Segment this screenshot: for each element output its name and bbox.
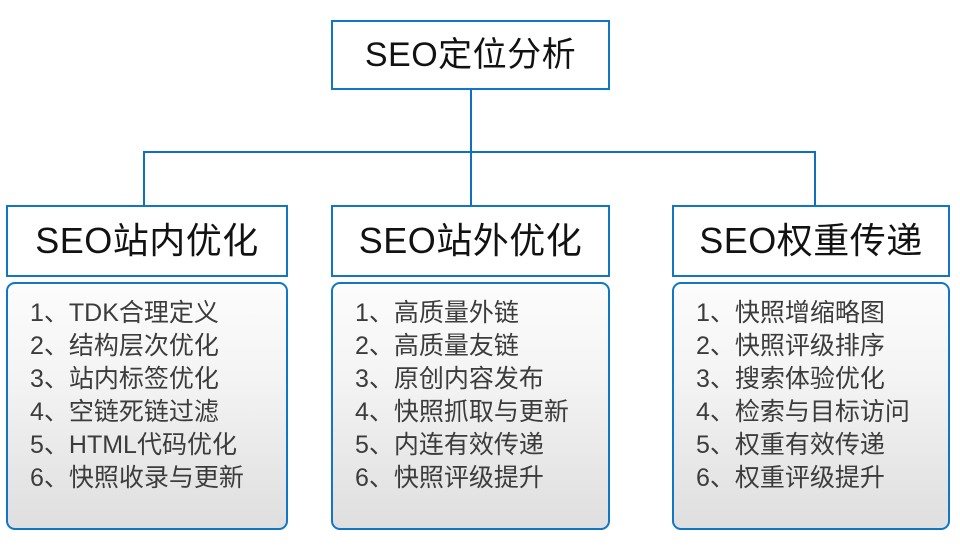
list-item-text: 快照收录与更新	[68, 464, 244, 492]
branch-column-seo-offsite: SEO站外优化 1、 高质量外链 2、 高质量友链 3、 原创内容发布 4、 快…	[331, 205, 610, 530]
branch-item-list: 1、 高质量外链 2、 高质量友链 3、 原创内容发布 4、 快照抓取与更新 5…	[331, 282, 610, 530]
branch-header-box[interactable]: SEO站外优化	[331, 205, 610, 277]
list-item-text: 高质量外链	[393, 299, 519, 327]
list-item-text: 快照评级提升	[393, 464, 544, 492]
list-item-index: 1、	[696, 299, 735, 327]
list-item: 6、 快照收录与更新	[8, 462, 244, 495]
list-item-index: 5、	[696, 431, 735, 459]
list-item: 5、 内连有效传递	[333, 429, 544, 462]
list-item-text: 空链死链过滤	[68, 398, 219, 426]
list-item-index: 6、	[355, 464, 394, 492]
connector-drop-center	[470, 151, 472, 207]
connector-horizontal-bus	[143, 151, 816, 153]
list-item-index: 5、	[30, 431, 69, 459]
list-item: 6、 快照评级提升	[333, 462, 544, 495]
branch-item-list: 1、 TDK合理定义 2、 结构层次优化 3、 站内标签优化 4、 空链死链过滤…	[6, 282, 288, 530]
list-item: 1、 高质量外链	[333, 297, 519, 330]
list-item-index: 4、	[696, 398, 735, 426]
root-node-label: SEO定位分析	[364, 36, 577, 74]
list-item-text: HTML代码优化	[68, 431, 237, 459]
list-item: 4、 快照抓取与更新	[333, 396, 569, 429]
list-item: 3、 搜索体验优化	[674, 363, 885, 396]
list-item-index: 2、	[30, 332, 69, 360]
list-item-text: 结构层次优化	[68, 332, 219, 360]
branch-header-label: SEO站外优化	[358, 220, 583, 261]
list-item-index: 4、	[30, 398, 69, 426]
list-item-index: 1、	[355, 299, 394, 327]
list-item-text: 内连有效传递	[393, 431, 544, 459]
branch-header-label: SEO权重传递	[699, 220, 923, 261]
branch-header-box[interactable]: SEO权重传递	[672, 205, 950, 277]
list-item-index: 1、	[30, 299, 69, 327]
branch-header-box[interactable]: SEO站内优化	[6, 205, 288, 277]
root-node[interactable]: SEO定位分析	[331, 20, 610, 90]
list-item: 1、 快照增缩略图	[674, 297, 885, 330]
list-item-text: 权重有效传递	[734, 431, 885, 459]
list-item: 1、 TDK合理定义	[8, 297, 219, 330]
list-item-text: 搜索体验优化	[734, 365, 885, 393]
list-item-text: 权重评级提升	[734, 464, 885, 492]
branch-column-seo-weight: SEO权重传递 1、 快照增缩略图 2、 快照评级排序 3、 搜索体验优化 4、…	[672, 205, 950, 530]
branch-item-list: 1、 快照增缩略图 2、 快照评级排序 3、 搜索体验优化 4、 检索与目标访问…	[672, 282, 950, 530]
connector-drop-left	[143, 151, 145, 207]
list-item: 5、 权重有效传递	[674, 429, 885, 462]
list-item: 3、 站内标签优化	[8, 363, 219, 396]
list-item-index: 6、	[30, 464, 69, 492]
connector-root-stem	[470, 90, 472, 152]
list-item-index: 3、	[30, 365, 69, 393]
list-item-index: 5、	[355, 431, 394, 459]
list-item-index: 3、	[355, 365, 394, 393]
list-item: 2、 高质量友链	[333, 330, 519, 363]
branch-header-label: SEO站内优化	[35, 220, 259, 261]
list-item: 3、 原创内容发布	[333, 363, 544, 396]
list-item-index: 2、	[696, 332, 735, 360]
list-item-text: 站内标签优化	[68, 365, 219, 393]
list-item-text: 检索与目标访问	[734, 398, 910, 426]
list-item-text: 原创内容发布	[393, 365, 544, 393]
list-item-index: 2、	[355, 332, 394, 360]
list-item-text: 高质量友链	[393, 332, 519, 360]
list-item-text: 快照增缩略图	[734, 299, 885, 327]
list-item: 5、 HTML代码优化	[8, 429, 237, 462]
list-item: 4、 检索与目标访问	[674, 396, 910, 429]
list-item: 2、 结构层次优化	[8, 330, 219, 363]
list-item: 4、 空链死链过滤	[8, 396, 219, 429]
list-item-text: 快照评级排序	[734, 332, 885, 360]
list-item-text: 快照抓取与更新	[393, 398, 569, 426]
connector-drop-right	[814, 151, 816, 207]
list-item-index: 3、	[696, 365, 735, 393]
list-item: 6、 权重评级提升	[674, 462, 885, 495]
list-item: 2、 快照评级排序	[674, 330, 885, 363]
list-item-index: 6、	[696, 464, 735, 492]
list-item-text: TDK合理定义	[68, 299, 219, 327]
list-item-index: 4、	[355, 398, 394, 426]
branch-column-seo-onsite: SEO站内优化 1、 TDK合理定义 2、 结构层次优化 3、 站内标签优化 4…	[6, 205, 288, 530]
